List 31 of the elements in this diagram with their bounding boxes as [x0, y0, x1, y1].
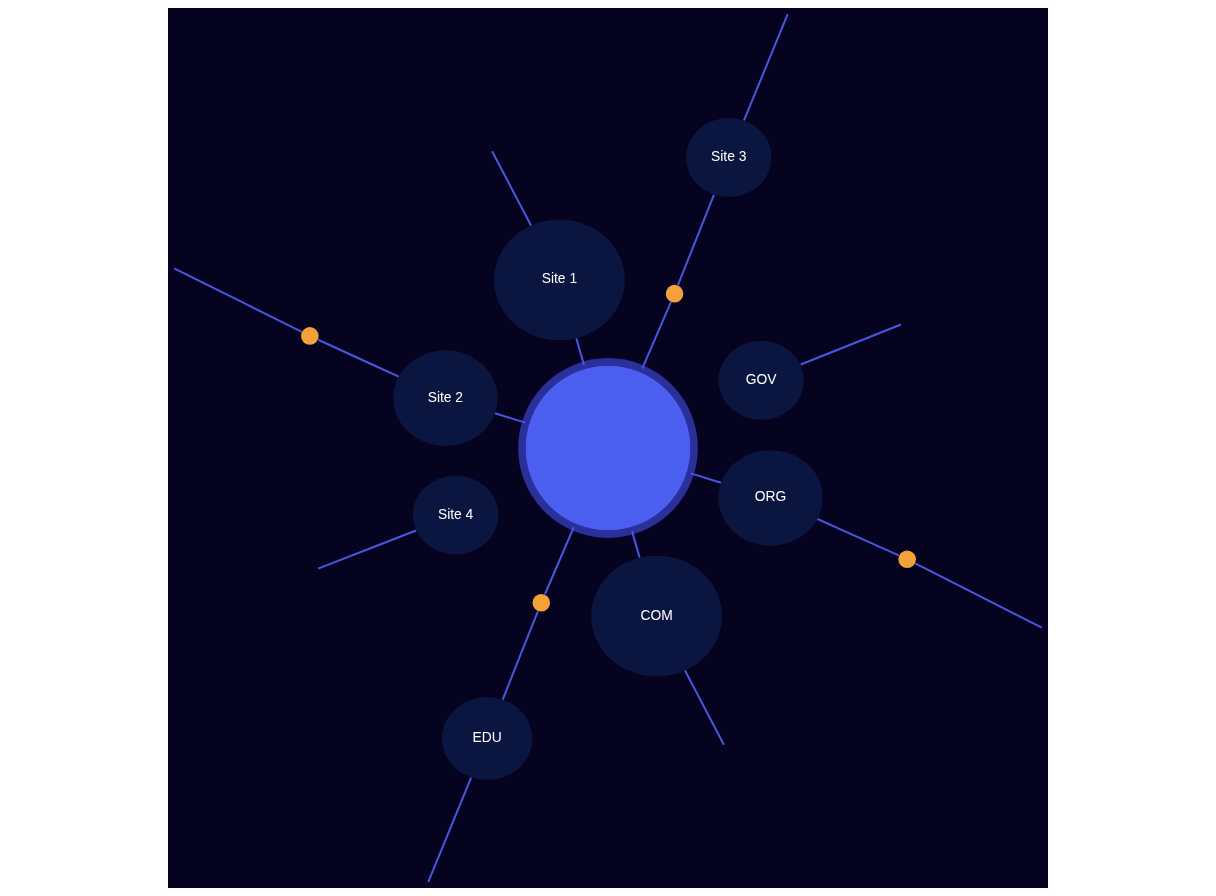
connector: [427, 777, 473, 883]
node-circle: [532, 593, 551, 612]
node-circle: [301, 327, 319, 345]
node-circle: [898, 550, 916, 568]
connector: [501, 610, 539, 700]
connector: [173, 267, 303, 333]
node-circle: COM: [591, 555, 722, 677]
connector: [743, 13, 789, 121]
node-circle: [665, 284, 684, 303]
connector: [544, 526, 575, 595]
connector: [641, 301, 672, 369]
connector: [677, 194, 715, 286]
node-circle: Site 4: [412, 475, 499, 555]
node-circle: GOV: [718, 340, 804, 420]
connector: [631, 530, 641, 558]
node-circle: Site 2: [393, 350, 498, 446]
node-circle: Site 1: [494, 219, 625, 341]
connector: [684, 670, 725, 746]
connector: [800, 323, 902, 366]
connector: [317, 338, 400, 378]
connector: [817, 518, 900, 557]
connector: [494, 412, 526, 424]
connector: [575, 338, 585, 366]
connector: [491, 150, 532, 226]
node-circle: [518, 358, 698, 538]
node-circle: Site 3: [686, 117, 772, 198]
node-circle: EDU: [441, 697, 533, 781]
connector: [317, 529, 417, 570]
connector: [690, 472, 722, 484]
node-circle: ORG: [718, 450, 823, 546]
connector: [914, 562, 1043, 629]
